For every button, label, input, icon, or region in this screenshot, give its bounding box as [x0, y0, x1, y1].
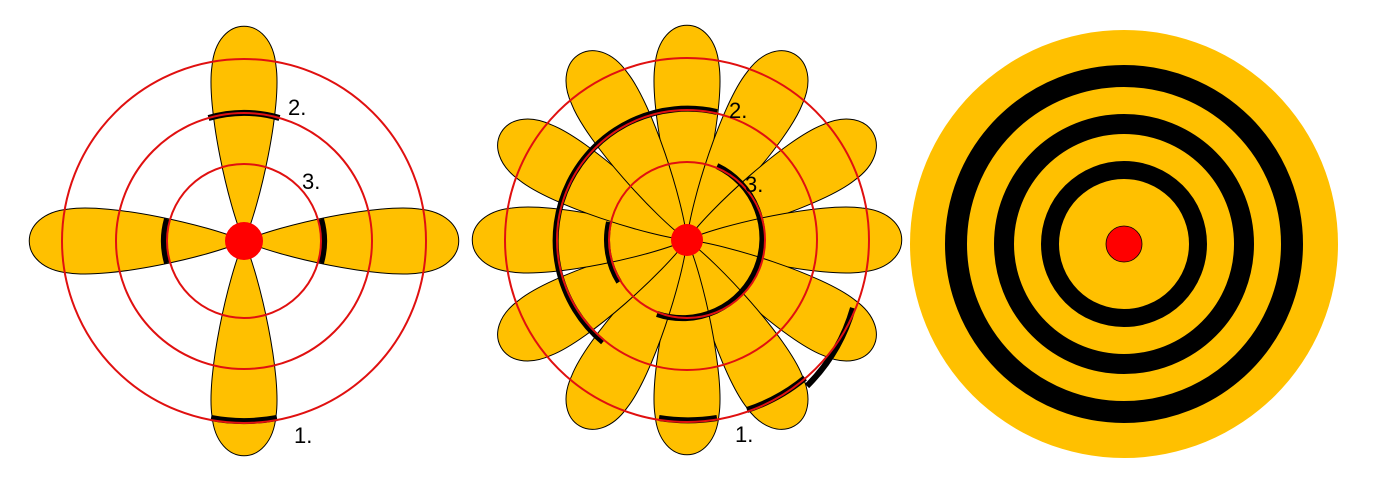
ring-1 — [61, 58, 427, 424]
ring-3 — [166, 163, 322, 319]
panel-twelve-lobe: 2. 3. 1. — [471, 24, 903, 456]
panel-four-lobe: 2. 3. 1. — [28, 25, 460, 457]
center-dot — [1105, 225, 1143, 263]
panel-concentric-target — [910, 30, 1338, 458]
ring-2 — [556, 109, 818, 371]
red-rings — [61, 58, 427, 424]
ring-3 — [608, 161, 766, 319]
label-ring-1: 1. — [294, 423, 312, 448]
band-1 — [945, 65, 1303, 423]
band-2 — [994, 114, 1254, 374]
label-ring-1: 1. — [735, 422, 753, 447]
red-rings — [504, 57, 870, 423]
center-dot — [225, 222, 263, 260]
label-ring-2: 2. — [288, 95, 306, 120]
label-ring-3: 3. — [302, 169, 320, 194]
ring-1 — [504, 57, 870, 423]
ring-2 — [115, 112, 373, 370]
center-dot — [671, 224, 703, 256]
label-ring-3: 3. — [745, 172, 763, 197]
label-ring-2: 2. — [729, 98, 747, 123]
band-3 — [1041, 161, 1207, 327]
